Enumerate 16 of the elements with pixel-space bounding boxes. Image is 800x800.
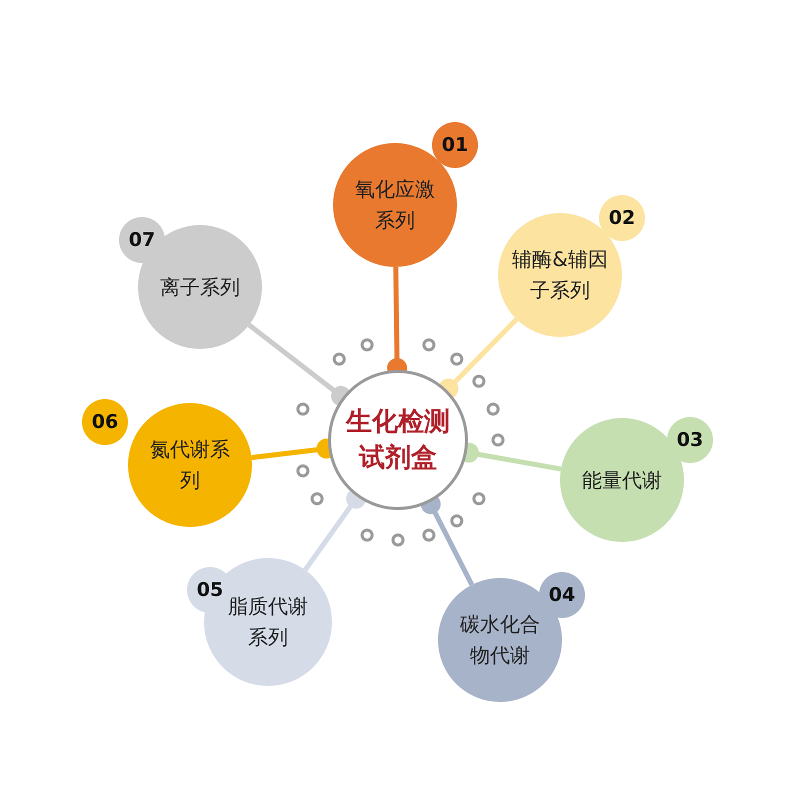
connector-line <box>303 488 366 572</box>
number-badge: 07 <box>119 217 165 263</box>
category-label: 氮代谢系列 <box>149 436 231 494</box>
connector-line <box>248 322 352 406</box>
category-label: 辅酶&辅因子系列 <box>512 246 608 304</box>
category-label: 碳水化合物代谢 <box>459 611 541 669</box>
center-title: 生化检测试剂盒 <box>346 406 450 475</box>
category-label: 氧化应激系列 <box>354 176 436 234</box>
number-badge: 03 <box>667 417 713 463</box>
number-badge: 04 <box>539 572 585 618</box>
category-label: 离子系列 <box>159 274 241 300</box>
number-badge: 01 <box>432 122 478 168</box>
number-badge: 06 <box>82 399 128 445</box>
category-label: 能量代谢 <box>581 466 663 494</box>
number-badge: 02 <box>599 195 645 241</box>
connector-line <box>438 317 518 399</box>
